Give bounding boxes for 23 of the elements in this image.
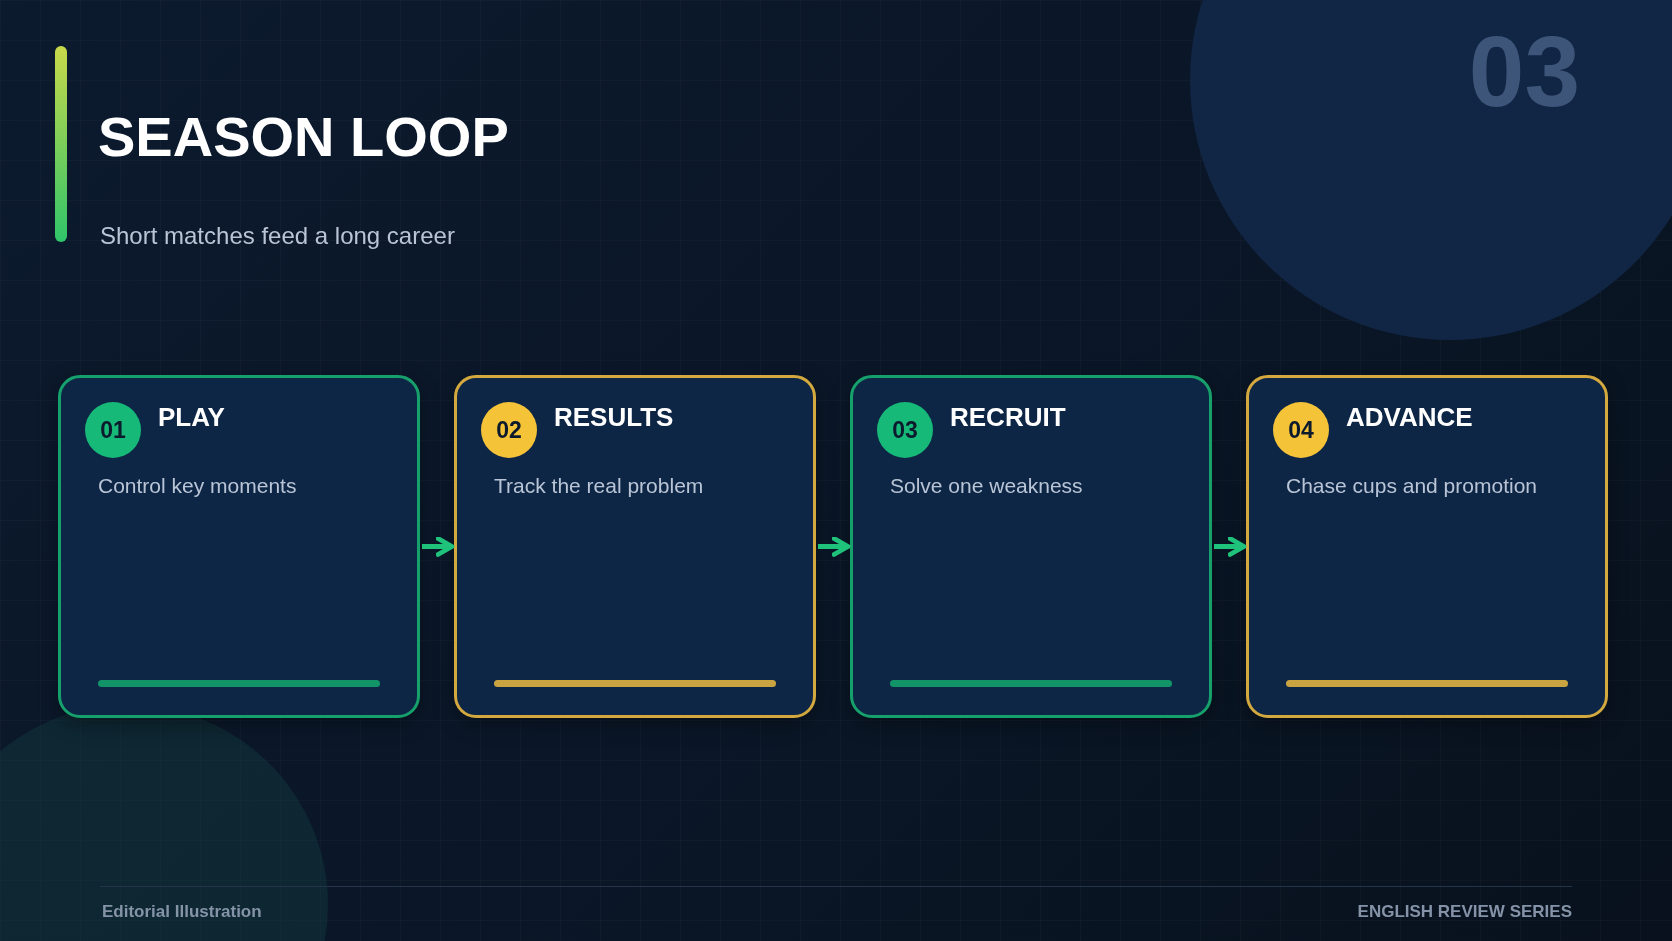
step-card bbox=[850, 375, 1212, 718]
step-card bbox=[454, 375, 816, 718]
step-description: Control key moments bbox=[98, 474, 298, 498]
step-card bbox=[1246, 375, 1608, 718]
step-number-badge: 01 bbox=[85, 402, 141, 458]
arrow bbox=[818, 536, 851, 557]
footer-series: ENGLISH REVIEW SERIES bbox=[1357, 902, 1572, 922]
step-card bbox=[58, 375, 420, 718]
step-title: RECRUIT bbox=[950, 402, 1066, 433]
step-description: Chase cups and promotion bbox=[1286, 474, 1538, 498]
step-number-badge: 03 bbox=[877, 402, 933, 458]
step-title: PLAY bbox=[158, 402, 225, 433]
footer-credit: Editorial Illustration bbox=[102, 902, 262, 922]
arrow bbox=[1214, 536, 1247, 557]
step-title: ADVANCE bbox=[1346, 402, 1473, 433]
step-description: Track the real problem bbox=[494, 474, 705, 498]
step-description: Solve one weakness bbox=[890, 474, 1084, 498]
step-number-badge: 02 bbox=[481, 402, 537, 458]
subtitle: Short matches feed a long career bbox=[100, 222, 455, 250]
arrow bbox=[422, 536, 455, 557]
step-number-badge: 04 bbox=[1273, 402, 1329, 458]
step-title: RESULTS bbox=[554, 402, 674, 433]
title: SEASON LOOP bbox=[98, 104, 509, 169]
